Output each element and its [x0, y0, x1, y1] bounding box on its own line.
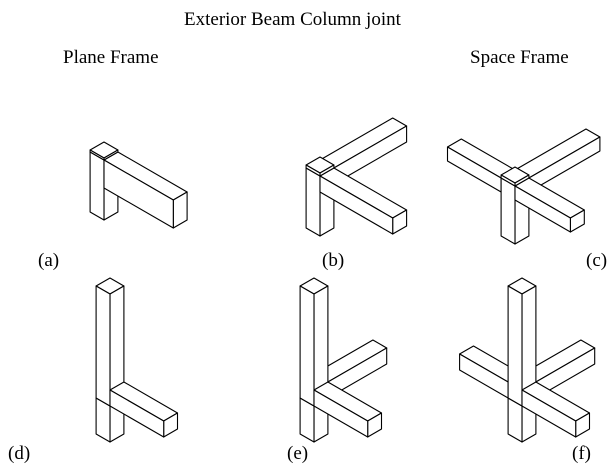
joint-figure-a	[89, 141, 188, 229]
beam-pos-x	[319, 167, 408, 235]
beam-x	[103, 151, 188, 229]
joint-figure-d	[95, 277, 179, 443]
beam-pos-x	[109, 381, 179, 438]
joint-figure-b	[305, 117, 408, 237]
joint-cap	[305, 156, 335, 177]
column-upper	[507, 277, 537, 407]
beam-pos-x	[521, 381, 591, 438]
label-b: (b)	[322, 250, 345, 271]
joint-figure-f	[459, 277, 596, 443]
diagram-title: Exterior Beam Column joint	[184, 9, 401, 30]
column-upper	[299, 277, 329, 407]
space-frame-label: Space Frame	[470, 47, 569, 68]
joint-figure-c	[446, 128, 601, 245]
label-d: (d)	[8, 443, 31, 464]
joint-figure-e	[299, 277, 388, 443]
label-c: (c)	[586, 250, 608, 271]
label-e: (e)	[287, 443, 309, 464]
beam-pos-x	[313, 381, 383, 438]
joint-cap	[500, 166, 530, 187]
label-f: (f)	[572, 443, 591, 464]
joint-cap	[89, 141, 119, 161]
label-a: (a)	[38, 250, 60, 271]
plane-frame-label: Plane Frame	[63, 47, 159, 68]
beam-pos-x	[514, 177, 585, 233]
